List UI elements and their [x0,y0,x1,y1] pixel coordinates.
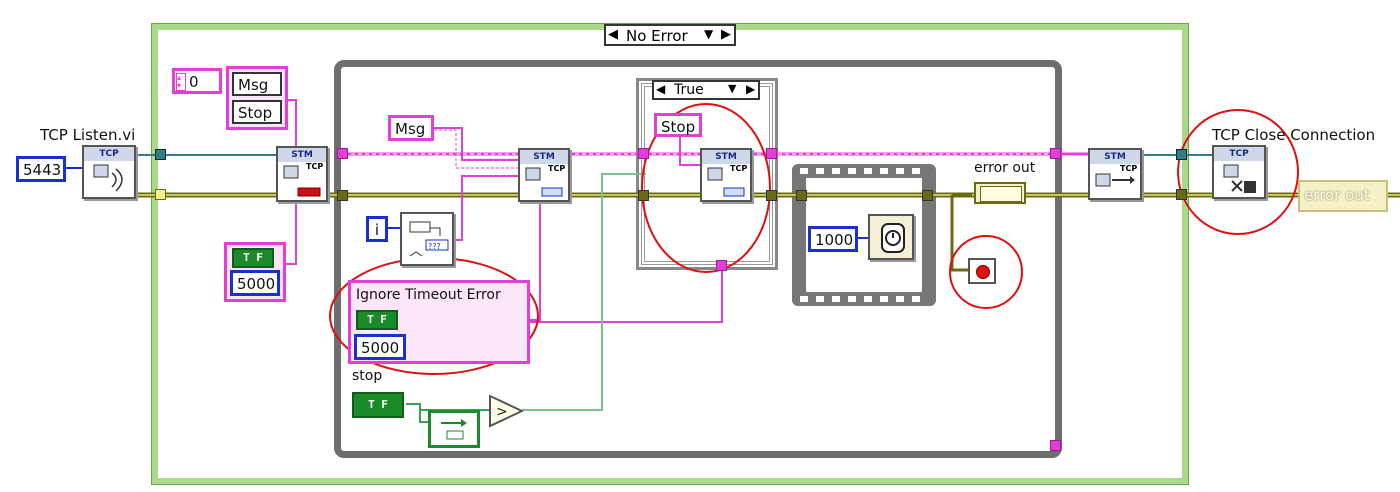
error-out-inner-indicator [974,182,1026,204]
stm-write-icon [283,165,321,197]
loop-stop-terminal[interactable] [968,258,996,284]
wait-node[interactable] [868,214,914,260]
error-wire-out [950,195,970,272]
tcp-close-header: TCP [1214,147,1264,161]
inner-selector-dropdown-icon[interactable]: ▼ [728,82,737,95]
listen-icon [93,164,123,192]
tunnel-pink-loop-bottom [1050,440,1061,451]
stm-node-2-tcp: TCP [548,164,566,173]
tunnel-error-right [1176,189,1187,200]
error-out-outer-indicator: error out [1298,180,1388,212]
selector-dropdown-icon[interactable]: ▼ [704,27,714,41]
stop-sign-icon [976,265,990,279]
stm-node-1-tcp: TCP [306,162,324,171]
tunnel-error-seq-right [922,190,933,201]
tunnel-error-case-left [638,190,649,201]
tunnel-pink-loop-right [1050,148,1061,159]
tcp-listen-label: TCP Listen.vi [40,126,136,144]
error-out-outer-label: error out [1304,186,1370,204]
tunnel-error-seq-left [796,190,807,201]
ignore-timeout-label: Ignore Timeout Error [356,287,501,303]
tunnel-error-case-right [766,190,777,201]
bool-wire-2 [419,404,430,423]
pink-wire-ignore-2 [530,266,723,323]
close-connection-icon [1223,164,1256,193]
stm-node-3[interactable]: STM TCP [700,148,752,202]
stm-node-1-header: STM [278,148,326,162]
timeout-constant-left[interactable]: 5000 [230,270,280,296]
stop-constant[interactable]: Stop [654,113,702,137]
annotation-ellipse-close [1177,109,1299,235]
inner-case-selector[interactable]: ◀ True ▼ ▶ [652,80,760,100]
stm-node-2[interactable]: STM TCP [518,148,570,202]
stm-node-1[interactable]: STM TCP [276,146,328,202]
inner-selector-increment-icon[interactable]: ▶ [746,82,756,96]
index-stepper-icon[interactable]: ▴▾ [176,73,186,91]
stm-node-3-tcp: TCP [730,164,748,173]
tunnel-pink-left [337,148,348,159]
case-selector-label: No Error [626,27,688,45]
ignore-timeout-value[interactable]: 5000 [354,334,406,360]
tcp-close-node[interactable]: TCP [1212,145,1266,199]
feedback-arrow-icon [441,419,467,440]
error-out-inner-label: error out [974,160,1036,176]
tunnel-error-left [155,189,166,200]
stop-control-bool[interactable]: T F [352,392,404,418]
pink-wire-array [452,175,520,241]
stop-control-label: stop [352,368,383,384]
greater-than-icon: > [489,394,525,428]
build-array-node[interactable]: ??? [400,212,454,266]
annotation-ellipse-stm [641,103,771,273]
cluster-item-stop: Stop [232,100,282,124]
annotation-ellipse-stop [949,235,1023,309]
pink-wire-msg [434,127,520,161]
while-loop [334,60,1062,458]
bool-wire-3 [522,173,646,411]
svg-text:???: ??? [428,242,441,251]
inner-selector-decrement-icon[interactable]: ◀ [656,82,666,96]
feedback-node[interactable] [428,410,480,448]
film-holes-top [800,168,928,174]
selector-decrement-icon[interactable]: ◀ [608,27,618,42]
error-cluster-icon [980,186,1022,202]
film-holes-bottom [800,296,928,302]
msg-constant[interactable]: Msg [388,115,434,141]
cluster-item-msg: Msg [232,72,282,96]
stm-node-close-tcp: TCP [1120,164,1138,173]
inner-case-selector-label: True [674,82,704,98]
greater-than-node[interactable]: > [488,394,525,428]
index-value: 0 [189,73,199,91]
tunnel-pink-case-right [766,148,777,159]
stm-read-icon [525,167,563,197]
tunnel-pink-case-bottom [716,260,727,271]
case-selector[interactable]: ◀ No Error ▼ ▶ [604,24,736,46]
array-icon: ??? [409,221,449,257]
tunnel-connection-left [155,149,166,160]
tunnel-error-left-loop [337,190,348,201]
tcp-close-label: TCP Close Connection [1212,126,1376,144]
pink-wire-msg-2 [434,129,520,169]
stm-node-close-header: STM [1090,150,1140,164]
svg-text:>: > [496,404,508,420]
ignore-timeout-bool[interactable]: T F [356,310,398,330]
tcp-listen-node[interactable]: TCP [82,145,136,199]
port-constant[interactable]: 5443 [16,156,66,182]
stm-close-icon [1095,173,1135,187]
stm-node-close[interactable]: STM TCP [1088,148,1142,200]
tunnel-pink-case-left [638,148,649,159]
stm-read-icon-3 [707,167,745,197]
stm-node-2-header: STM [520,150,568,164]
tcp-listen-header: TCP [84,147,134,161]
wait-ms-constant[interactable]: 1000 [808,226,858,252]
tf-constant-left[interactable]: T F [232,248,274,268]
iteration-terminal: i [366,216,388,242]
clock-icon [881,223,905,253]
tunnel-connection-right [1176,149,1187,160]
selector-increment-icon[interactable]: ▶ [721,27,731,42]
stm-node-3-header: STM [702,150,750,164]
cluster-constant[interactable]: Msg Stop [226,66,288,130]
